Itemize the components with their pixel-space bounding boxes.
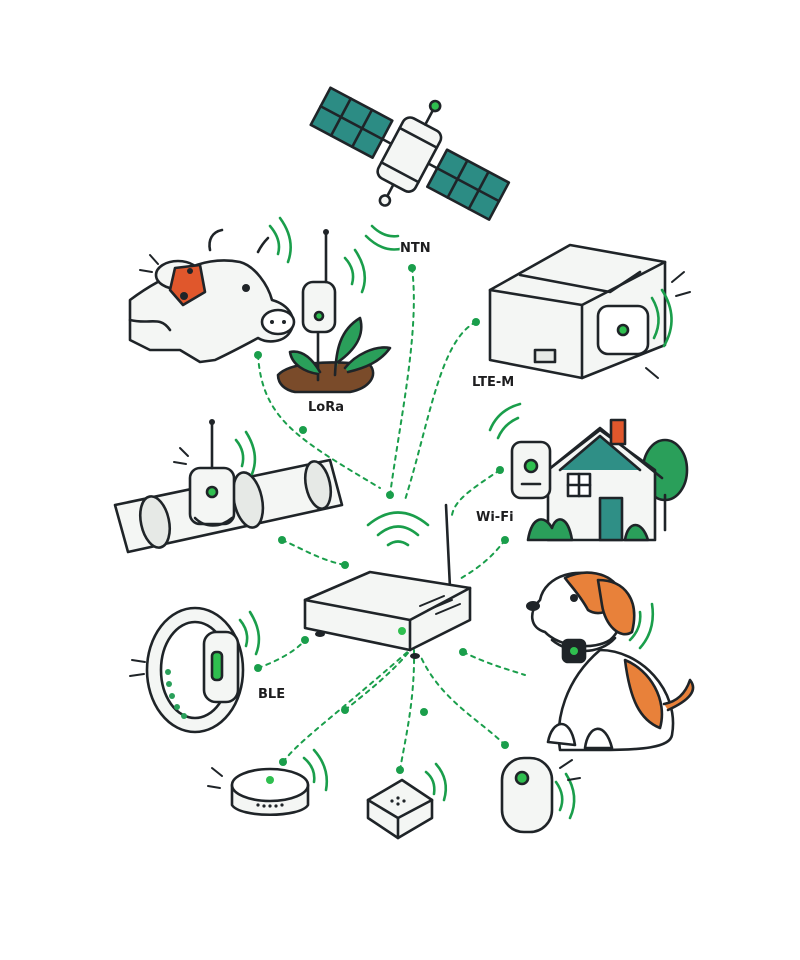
link-ntn <box>389 267 415 496</box>
soil-sensor-icon <box>276 229 392 394</box>
button-sensor-icon <box>366 762 448 840</box>
link-pipe <box>281 539 346 566</box>
link-wifi-right <box>457 539 506 581</box>
pipe-sensor-icon <box>113 419 344 554</box>
link-left-branch <box>344 647 413 711</box>
label-lora: LoRa <box>308 400 344 415</box>
label-lte-m: LTE-M <box>472 375 514 390</box>
link-hub <box>282 647 413 763</box>
label-wifi: Wi-Fi <box>476 510 514 525</box>
link-wifi <box>451 469 501 516</box>
label-ntn: NTN <box>400 241 431 256</box>
package-tracker-icon <box>488 243 691 380</box>
wristband-icon <box>129 606 261 734</box>
link-tag <box>419 654 506 746</box>
dog-collar-icon <box>526 571 695 752</box>
link-dog <box>462 651 526 676</box>
gateway-router-icon <box>303 503 472 659</box>
link-lora <box>257 354 381 489</box>
cow-tag-icon <box>128 216 296 364</box>
hub-sensor-icon <box>207 748 329 817</box>
tag-sensor-icon <box>500 756 581 834</box>
link-button <box>399 649 416 771</box>
link-ble <box>257 639 306 669</box>
smart-home-icon <box>488 402 689 542</box>
connection-links <box>257 267 526 771</box>
link-lte-m <box>404 321 477 501</box>
satellite-icon <box>309 86 511 251</box>
label-ble: BLE <box>258 687 285 702</box>
link-nodes <box>254 264 509 774</box>
